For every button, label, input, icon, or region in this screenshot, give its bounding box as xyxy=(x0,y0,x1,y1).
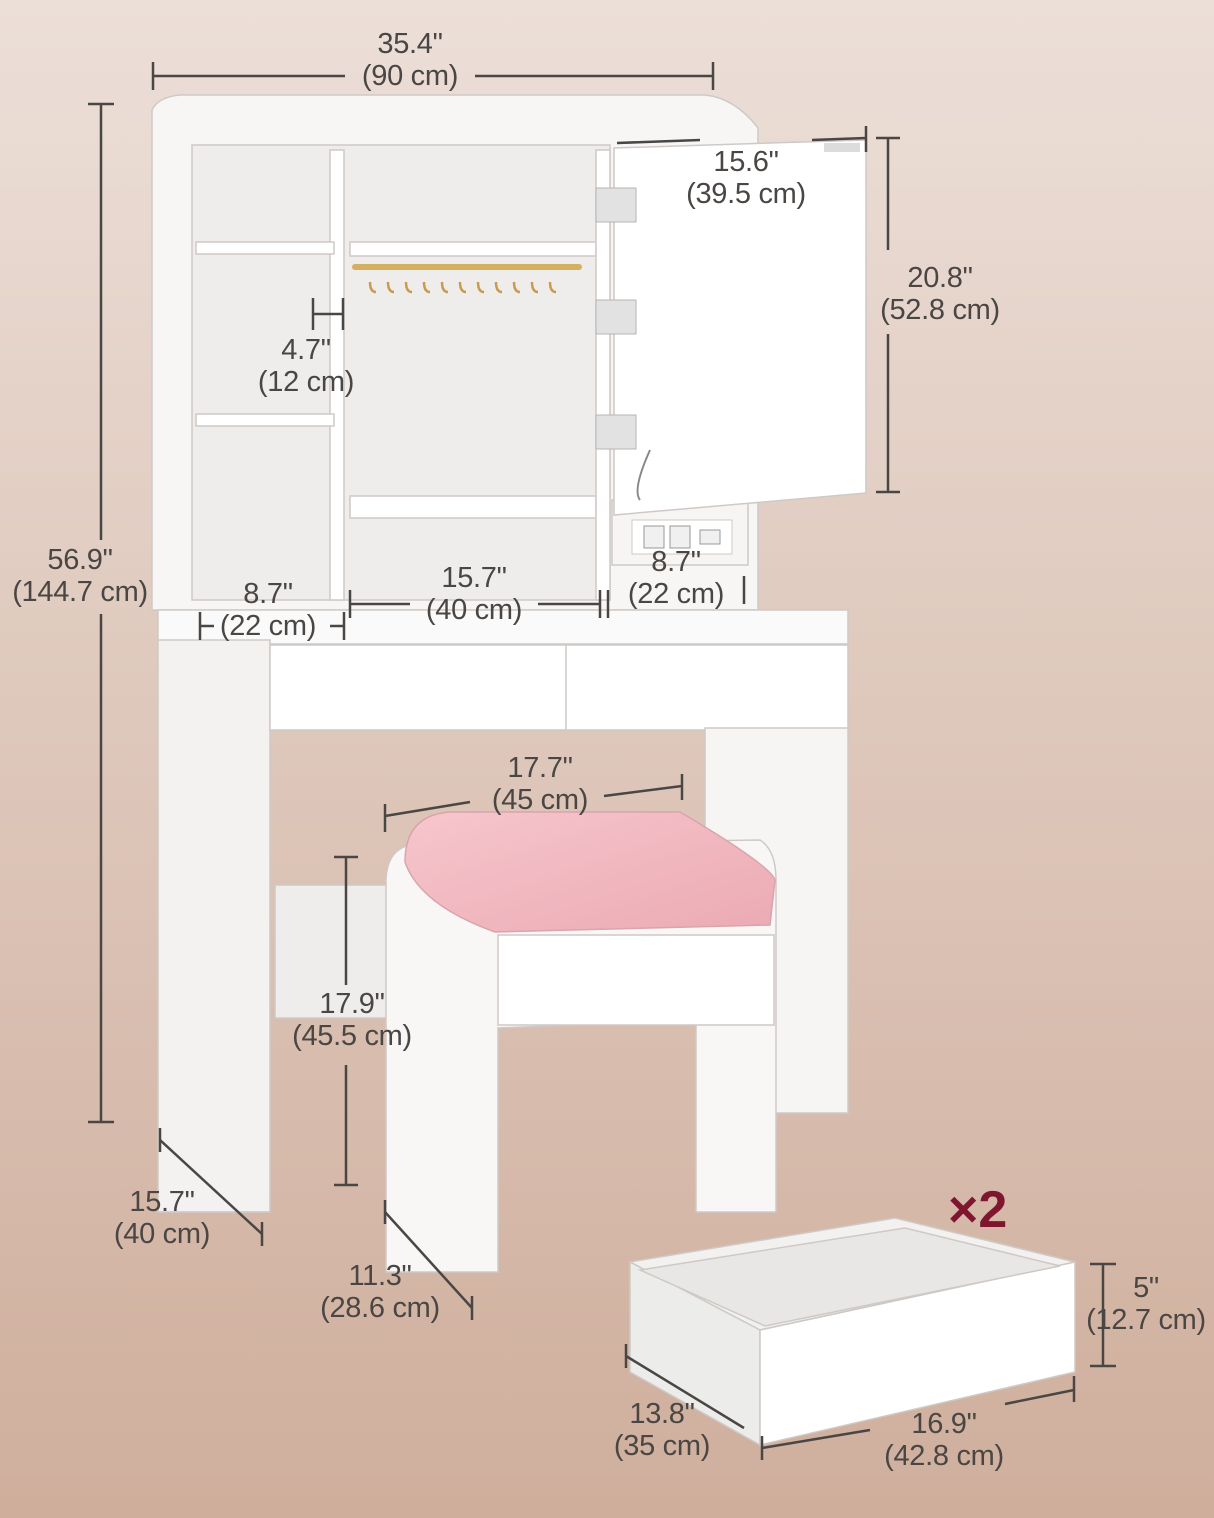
table-depth-cm: (40 cm) xyxy=(113,1218,211,1250)
drawer-height-cm: (12.7 cm) xyxy=(1086,1304,1206,1336)
left-shelf-label: 8.7" (22 cm) xyxy=(220,578,316,642)
door-width-cm: (39.5 cm) xyxy=(686,178,806,210)
total-width-in: 35.4" xyxy=(377,28,443,60)
jewelry-rod xyxy=(352,264,582,294)
power-outlets xyxy=(631,519,733,555)
drawer-width-cm: (42.8 cm) xyxy=(884,1440,1004,1472)
stool xyxy=(385,811,777,1273)
right-shelf-label: 8.7" (22 cm) xyxy=(628,546,724,610)
stool-depth-in: 11.3" xyxy=(348,1260,412,1292)
shelf-gap-label: 4.7" (12 cm) xyxy=(258,334,354,398)
stool-width-cm: (45 cm) xyxy=(491,784,589,816)
left-shelf-cm: (22 cm) xyxy=(219,610,317,642)
stool-depth-label: 11.3" (28.6 cm) xyxy=(320,1260,440,1324)
stool-depth-cm: (28.6 cm) xyxy=(320,1292,440,1324)
shelf-gap-in: 4.7" xyxy=(281,334,331,366)
shelf-gap-cm: (12 cm) xyxy=(257,366,355,398)
door-height-in: 20.8" xyxy=(907,262,973,294)
stool-height-label: 17.9" (45.5 cm) xyxy=(292,988,412,1052)
drawer-depth-cm: (35 cm) xyxy=(613,1430,711,1462)
door-width-in: 15.6" xyxy=(713,146,779,178)
door-width-label: 15.6" (39.5 cm) xyxy=(686,146,806,210)
total-width-label: 35.4" (90 cm) xyxy=(362,28,458,92)
stool-width-in: 17.7" xyxy=(507,752,573,784)
total-height-cm: (144.7 cm) xyxy=(12,576,148,608)
center-cabinet-label: 15.7" (40 cm) xyxy=(426,562,522,626)
table-depth-in: 15.7" xyxy=(129,1186,195,1218)
table-depth-label: 15.7" (40 cm) xyxy=(114,1186,210,1250)
total-height-label: 56.9" (144.7 cm) xyxy=(12,544,148,608)
drawer-depth-in: 13.8" xyxy=(629,1398,695,1430)
open-door xyxy=(595,139,867,516)
right-shelf-cm: (22 cm) xyxy=(627,578,725,610)
drawer-height-label: 5" (12.7 cm) xyxy=(1086,1272,1206,1336)
stool-height-cm: (45.5 cm) xyxy=(292,1020,412,1052)
drawer xyxy=(627,1217,1076,1447)
drawer-quantity-badge: ×2 xyxy=(948,1181,1008,1239)
stool-height-in: 17.9" xyxy=(319,988,385,1020)
drawer-height-in: 5" xyxy=(1133,1272,1159,1304)
dimension-lines xyxy=(88,62,1116,1460)
door-height-cm: (52.8 cm) xyxy=(880,294,1000,326)
drawer-depth-label: 13.8" (35 cm) xyxy=(614,1398,710,1462)
drawer-width-label: 16.9" (42.8 cm) xyxy=(884,1408,1004,1472)
right-shelf-in: 8.7" xyxy=(651,546,701,578)
drawer-width-in: 16.9" xyxy=(911,1408,977,1440)
total-height-in: 56.9" xyxy=(47,544,113,576)
total-width-cm: (90 cm) xyxy=(361,60,459,92)
hutch xyxy=(151,94,759,611)
center-cabinet-in: 15.7" xyxy=(441,562,507,594)
left-shelf-in: 8.7" xyxy=(243,578,293,610)
door-height-label: 20.8" (52.8 cm) xyxy=(880,262,1000,326)
stool-width-label: 17.7" (45 cm) xyxy=(492,752,588,816)
center-cabinet-cm: (40 cm) xyxy=(425,594,523,626)
